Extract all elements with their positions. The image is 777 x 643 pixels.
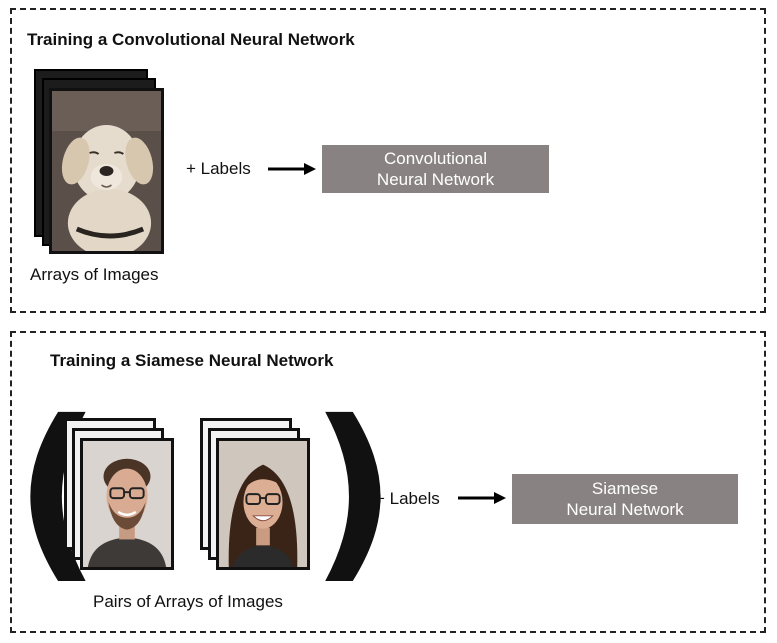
siamese-labels-text: + Labels [375,489,440,508]
cnn-caption: Arrays of Images [30,265,159,284]
siamese-arrow [458,492,506,504]
siamese-network-line1: Siamese [591,479,659,498]
siamese-caption: Pairs of Arrays of Images [93,592,283,611]
siamese-title: Training a Siamese Neural Network [50,351,334,370]
siamese-network-line2: Neural Network [566,500,684,519]
cnn-arrow [268,163,316,175]
cnn-network-box: Convolutional Neural Network [322,145,549,193]
siamese-network-box: Siamese Neural Network [512,474,738,524]
man-face-photo-icon [80,438,174,570]
cnn-labels-text: + Labels [186,159,251,178]
close-parenthesis: ) [310,380,397,601]
cnn-title: Training a Convolutional Neural Network [27,30,355,49]
cnn-network-line1: Convolutional [383,149,487,168]
woman-face-photo-icon [216,438,310,570]
dog-photo-icon [49,88,164,254]
siamese-panel [10,331,766,633]
cnn-network-line2: Neural Network [376,170,495,189]
cnn-panel [10,8,766,313]
